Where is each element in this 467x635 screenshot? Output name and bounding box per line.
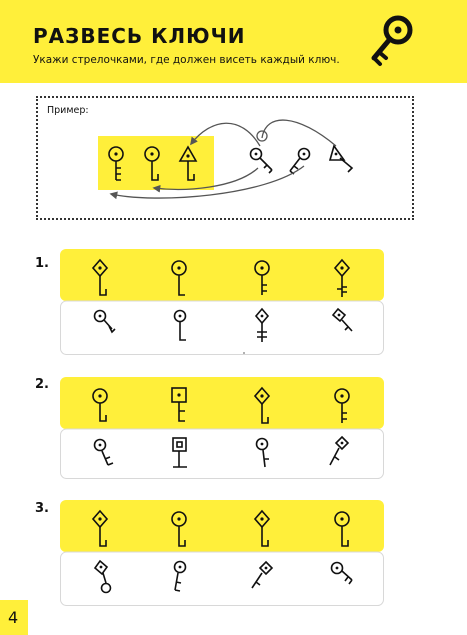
exercise-2 [60,377,384,479]
example-key-round-2 [289,147,311,175]
header-band: РАЗВЕСЬ КЛЮЧИ Укажи стрелочками, где дол… [0,0,467,83]
example-hook-triangle [178,145,198,181]
example-label: Пример: [47,105,89,116]
example-illustration [98,119,354,200]
example-hook-round [108,146,124,181]
example-key-triangle [328,144,354,173]
page-number-badge: 4 [0,600,28,635]
stray-dot [243,352,245,354]
example-arrow-2 [261,119,337,147]
example-hook-round-2 [144,146,160,181]
exercise-number-3: 3. [35,501,49,516]
exercise-number-2: 2. [35,377,49,392]
exercise-3 [60,500,384,606]
example-arrow-3 [109,165,305,200]
exercise-1 [60,249,384,355]
instruction-text: Укажи стрелочками, где должен висеть каж… [33,54,340,66]
example-arrow-1 [190,122,261,147]
exercise-number-1: 1. [35,256,49,271]
key-icon [371,15,413,66]
page-number: 4 [8,608,19,627]
example-arrow-4 [152,167,259,193]
example-box [36,96,414,220]
example-key-round [249,147,273,174]
page-title: РАЗВЕСЬ КЛЮЧИ [33,24,246,48]
